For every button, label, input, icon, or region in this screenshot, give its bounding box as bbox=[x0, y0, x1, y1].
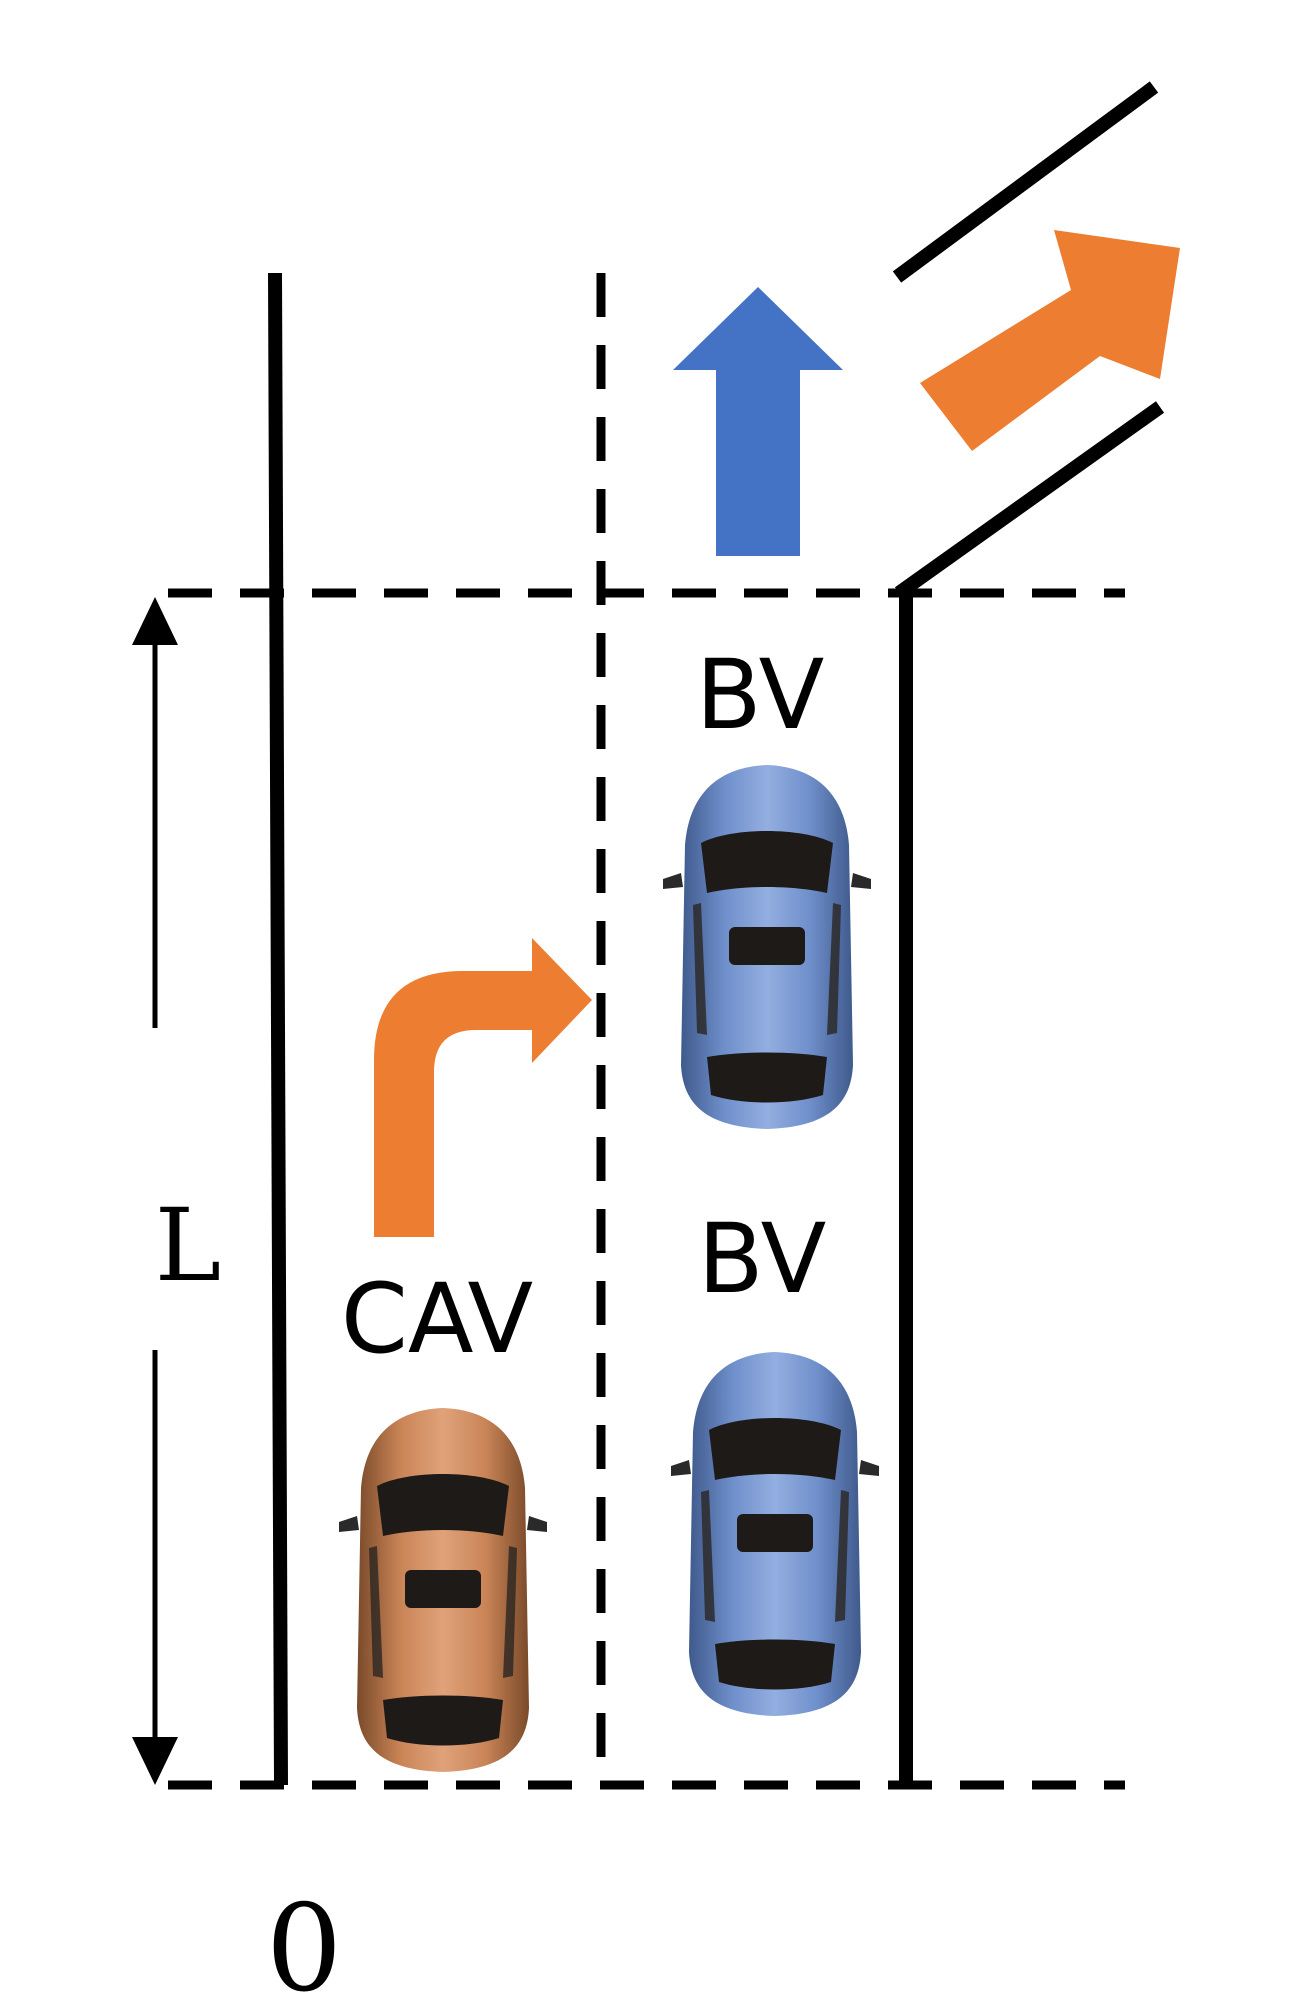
bv-label-lower: BV bbox=[698, 1203, 827, 1315]
road bbox=[168, 81, 1165, 1790]
exit-arrow-icon bbox=[920, 230, 1180, 451]
origin-label: 0 bbox=[266, 1880, 342, 2007]
through-arrow-icon bbox=[673, 287, 843, 556]
cav-car bbox=[339, 1408, 547, 1772]
bv-car-lower bbox=[671, 1352, 879, 1716]
left-road-edge bbox=[268, 272, 288, 1786]
exit-ramp-upper-edge bbox=[892, 81, 1159, 283]
length-label: L bbox=[155, 1187, 221, 1304]
bv-car-upper bbox=[663, 765, 871, 1129]
cav-label: CAV bbox=[341, 1263, 533, 1375]
exit-ramp-lower-edge bbox=[894, 401, 1165, 599]
length-dimension bbox=[132, 597, 178, 1785]
length-arrow-up-icon bbox=[132, 597, 178, 645]
length-arrow-down-icon bbox=[132, 1737, 178, 1785]
cav-turn-arrow-icon bbox=[374, 938, 592, 1237]
bv-label-upper: BV bbox=[696, 639, 825, 751]
